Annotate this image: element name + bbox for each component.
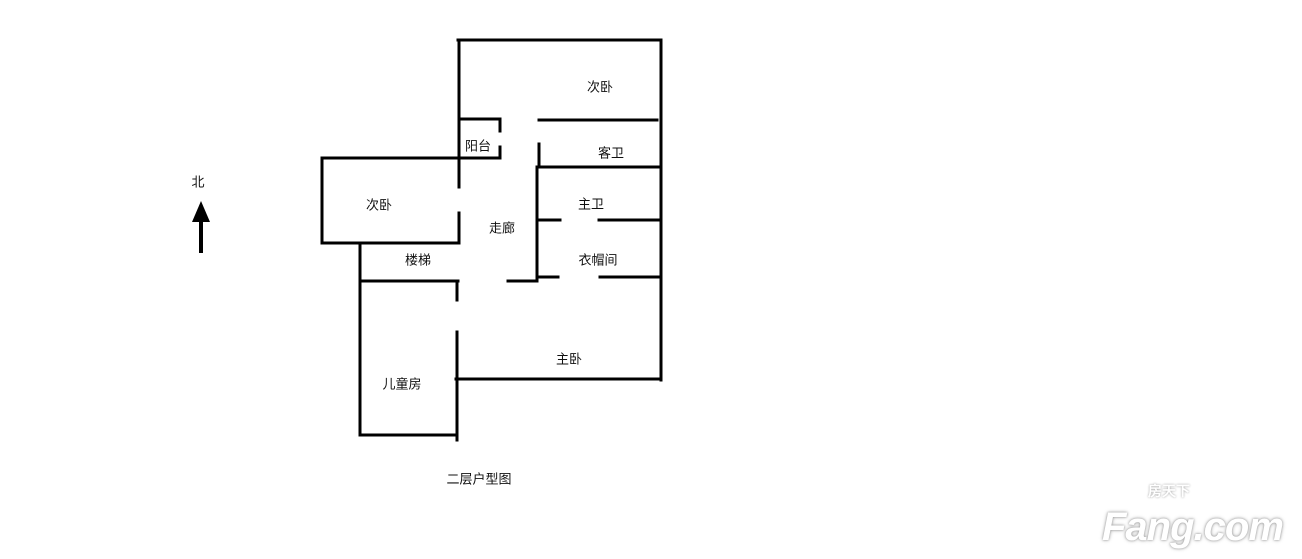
room-label-balcony: 阳台 — [464, 139, 492, 155]
room-label-children-room: 儿童房 — [382, 377, 422, 393]
north-arrow-icon — [192, 201, 210, 253]
room-label-secondary-bedroom-north: 次卧 — [586, 80, 614, 96]
room-label-stairs: 楼梯 — [404, 253, 432, 269]
room-label-master-bathroom: 主卫 — [577, 197, 605, 213]
room-label-master-bedroom: 主卧 — [555, 352, 583, 368]
room-label-guest-bathroom: 客卫 — [597, 146, 625, 162]
watermark-cn: 房天下 — [1148, 484, 1190, 500]
watermark-logo: 房天下 Fang.com — [1102, 484, 1292, 556]
room-label-corridor: 走廊 — [488, 221, 516, 237]
compass-label: 北 — [191, 175, 205, 191]
room-label-secondary-bedroom-west: 次卧 — [365, 198, 393, 214]
plan-caption: 二层户型图 — [446, 472, 512, 488]
room-label-cloakroom: 衣帽间 — [578, 253, 618, 269]
watermark-brand: Fang.com — [1102, 505, 1284, 549]
